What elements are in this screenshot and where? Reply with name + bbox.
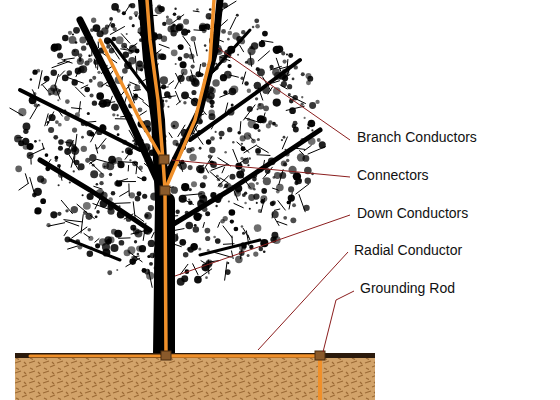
down-conductor [147,0,166,355]
radial-conductor [166,354,320,358]
leader-lines [172,48,354,352]
label-text: Down Conductors [355,205,470,221]
label-text: Grounding Rod [358,280,457,296]
tree-branches [20,0,320,355]
soil [15,357,375,400]
part-label: Radial Conductor [352,243,464,258]
label-text: Radial Conductor [352,242,464,258]
conductors [30,0,320,400]
part-label: Branch Conductors [355,130,479,145]
part-label: Grounding Rod [358,281,457,296]
part-label: Connectors [355,168,431,183]
grounding-rod [318,356,322,400]
label-text: Branch Conductors [355,129,479,145]
branch-conductor [100,40,163,160]
connectors [159,155,325,360]
part-label: Down Conductors [355,206,470,221]
label-text: Connectors [355,167,431,183]
radial-conductor [30,355,160,358]
